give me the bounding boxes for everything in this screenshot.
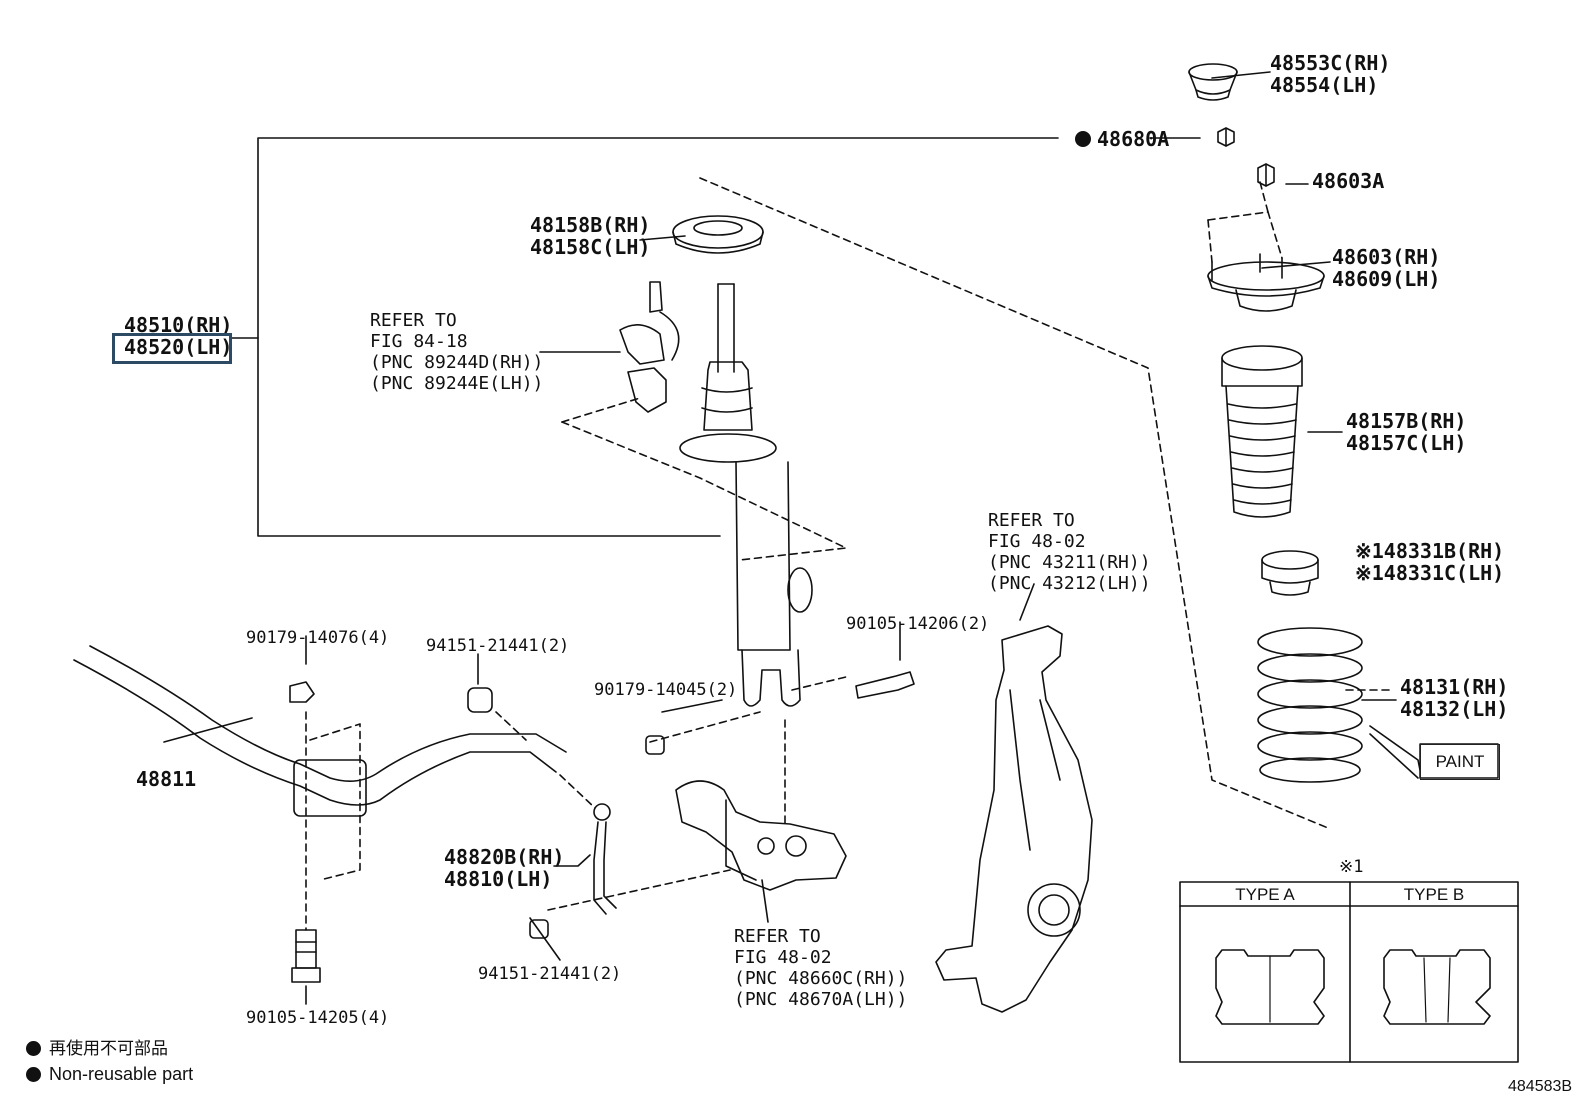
paint-label: PAINT bbox=[1435, 752, 1485, 771]
upper-insulator-part bbox=[672, 215, 764, 254]
abs-sensor-part bbox=[619, 281, 680, 413]
fastener-90105-14205-label[interactable]: 90105-14205(4) bbox=[246, 1008, 389, 1029]
ref-knuckle-note[interactable]: REFER TO FIG 48-02 (PNC 43211(RH)) (PNC … bbox=[988, 510, 1151, 594]
part-48820-label[interactable]: 48820B(RH) 48810(LH) bbox=[444, 846, 564, 890]
part-number-lh[interactable]: ※148331C(LH) bbox=[1355, 561, 1505, 585]
type-note-mark: ※1 bbox=[1339, 857, 1364, 877]
fastener-90105-14206-label[interactable]: 90105-14206(2) bbox=[846, 614, 989, 635]
part-number-rh[interactable]: 48158B(RH) bbox=[530, 213, 651, 237]
part-number[interactable]: 94151-21441(2) bbox=[426, 636, 570, 656]
ref-line[interactable]: (PNC 48670A(LH)) bbox=[734, 989, 908, 1010]
type-a-header: TYPE A bbox=[1180, 884, 1350, 905]
legend-en-text: Non-reusable part bbox=[49, 1064, 194, 1084]
type-b-label: TYPE B bbox=[1403, 885, 1465, 904]
dust-cap-part bbox=[1188, 63, 1238, 101]
part-number-rh[interactable]: 48510(RH) bbox=[124, 313, 233, 337]
stabilizer-bar-part bbox=[73, 645, 567, 817]
part-48331-label[interactable]: ※148331B(RH) ※148331C(LH) bbox=[1355, 540, 1504, 584]
ref-line[interactable]: (PNC 43212(LH)) bbox=[988, 573, 1151, 594]
solid-leaders bbox=[163, 71, 1421, 1005]
type-table-frame bbox=[1179, 881, 1519, 1063]
part-number-rh[interactable]: 48553C(RH) bbox=[1270, 51, 1391, 75]
ref-line[interactable]: FIG 48-02 bbox=[988, 531, 1086, 552]
type-a-label: TYPE A bbox=[1235, 885, 1295, 904]
nut-48680a-part bbox=[1217, 127, 1235, 147]
part-number-rh[interactable]: 48157B(RH) bbox=[1346, 409, 1467, 433]
legend-jp: 再使用不可部品 bbox=[26, 1038, 168, 1059]
part-number[interactable]: 48680A bbox=[1097, 127, 1170, 151]
part-48158-label[interactable]: 48158B(RH) 48158C(LH) bbox=[530, 214, 650, 258]
non-reusable-dot-icon bbox=[26, 1067, 41, 1082]
dust-boot-part bbox=[1221, 345, 1303, 518]
ref-line[interactable]: (PNC 48660C(RH)) bbox=[734, 968, 908, 989]
part-48680a-label[interactable]: 48680A bbox=[1075, 128, 1169, 150]
part-number[interactable]: 90105-14205(4) bbox=[246, 1008, 390, 1028]
part-number-lh[interactable]: 48158C(LH) bbox=[530, 235, 651, 259]
ref-lower-arm-note[interactable]: REFER TO FIG 48-02 (PNC 48660C(RH)) (PNC… bbox=[734, 926, 907, 1010]
ref-line: REFER TO bbox=[370, 310, 457, 331]
ref-abs-sensor-note[interactable]: REFER TO FIG 84-18 (PNC 89244D(RH)) (PNC… bbox=[370, 310, 543, 394]
part-number-lh[interactable]: 48520(LH) bbox=[124, 335, 233, 359]
fastener-90179-14076-label[interactable]: 90179-14076(4) bbox=[246, 628, 389, 649]
assembly-bracket-line bbox=[229, 137, 1201, 537]
nut-48603a-part bbox=[1257, 163, 1275, 187]
shock-absorber-part bbox=[679, 283, 813, 707]
legend-en: Non-reusable part bbox=[26, 1064, 193, 1085]
part-48553-label[interactable]: 48553C(RH) 48554(LH) bbox=[1270, 52, 1390, 96]
figure-id: 484583B bbox=[1508, 1076, 1572, 1097]
part-48131-label[interactable]: 48131(RH) 48132(LH) bbox=[1400, 676, 1508, 720]
fastener-94151-top-label[interactable]: 94151-21441(2) bbox=[426, 636, 569, 657]
bushing-nut-part bbox=[289, 671, 915, 983]
part-number[interactable]: 94151-21441(2) bbox=[478, 964, 622, 984]
part-number-rh[interactable]: 48603(RH) bbox=[1332, 245, 1441, 269]
strut-mount-part bbox=[1207, 253, 1325, 312]
ref-line[interactable]: (PNC 43211(RH)) bbox=[988, 552, 1151, 573]
part-48157-label[interactable]: 48157B(RH) 48157C(LH) bbox=[1346, 410, 1466, 454]
part-number-lh[interactable]: 48157C(LH) bbox=[1346, 431, 1467, 455]
part-number[interactable]: 90179-14045(2) bbox=[594, 680, 738, 700]
part-48603-label[interactable]: 48603(RH) 48609(LH) bbox=[1332, 246, 1440, 290]
dashed-leaders bbox=[305, 177, 1395, 931]
lower-arm-part bbox=[675, 780, 847, 891]
ref-line[interactable]: FIG 48-02 bbox=[734, 947, 832, 968]
legend-jp-text: 再使用不可部品 bbox=[49, 1039, 168, 1058]
fastener-90179-14045-label[interactable]: 90179-14045(2) bbox=[594, 680, 737, 701]
part-number[interactable]: 90179-14076(4) bbox=[246, 628, 390, 648]
non-reusable-dot-icon bbox=[26, 1041, 41, 1056]
coil-spring-part bbox=[1257, 627, 1363, 783]
part-number-lh[interactable]: 48810(LH) bbox=[444, 867, 553, 891]
part-number-rh[interactable]: ※148331B(RH) bbox=[1355, 539, 1505, 563]
type-table-note: ※1 bbox=[1339, 857, 1363, 878]
part-number-rh[interactable]: 48131(RH) bbox=[1400, 675, 1509, 699]
selected-part-highlight bbox=[112, 333, 232, 364]
part-number[interactable]: 90105-14206(2) bbox=[846, 614, 990, 634]
fastener-94151-bottom-label[interactable]: 94151-21441(2) bbox=[478, 964, 621, 985]
figure-id-text: 484583B bbox=[1508, 1078, 1573, 1095]
part-number-lh[interactable]: 48609(LH) bbox=[1332, 267, 1441, 291]
non-reusable-marker-icon bbox=[1075, 131, 1091, 147]
stabilizer-link-part bbox=[593, 803, 617, 915]
ref-line[interactable]: (PNC 89244E(LH)) bbox=[370, 373, 544, 394]
ref-line: REFER TO bbox=[734, 926, 821, 947]
type-b-profile bbox=[1383, 949, 1491, 1025]
part-number-lh[interactable]: 48132(LH) bbox=[1400, 697, 1509, 721]
part-48510-label[interactable]: 48510(RH) 48520(LH) bbox=[124, 314, 232, 358]
ref-line: REFER TO bbox=[988, 510, 1075, 531]
part-number[interactable]: 48603A bbox=[1312, 169, 1385, 193]
part-number-rh[interactable]: 48820B(RH) bbox=[444, 845, 565, 869]
part-number[interactable]: 48811 bbox=[136, 767, 197, 791]
part-number-lh[interactable]: 48554(LH) bbox=[1270, 73, 1379, 97]
type-a-profile bbox=[1215, 949, 1325, 1025]
bump-stopper-part bbox=[1261, 550, 1319, 596]
part-48811-label[interactable]: 48811 bbox=[136, 768, 196, 790]
steering-knuckle-part bbox=[935, 625, 1093, 1013]
paint-note: PAINT bbox=[1420, 744, 1500, 780]
type-b-header: TYPE B bbox=[1350, 884, 1518, 905]
ref-line[interactable]: FIG 84-18 bbox=[370, 331, 468, 352]
part-48603a-label[interactable]: 48603A bbox=[1312, 170, 1384, 192]
ref-line[interactable]: (PNC 89244D(RH)) bbox=[370, 352, 544, 373]
